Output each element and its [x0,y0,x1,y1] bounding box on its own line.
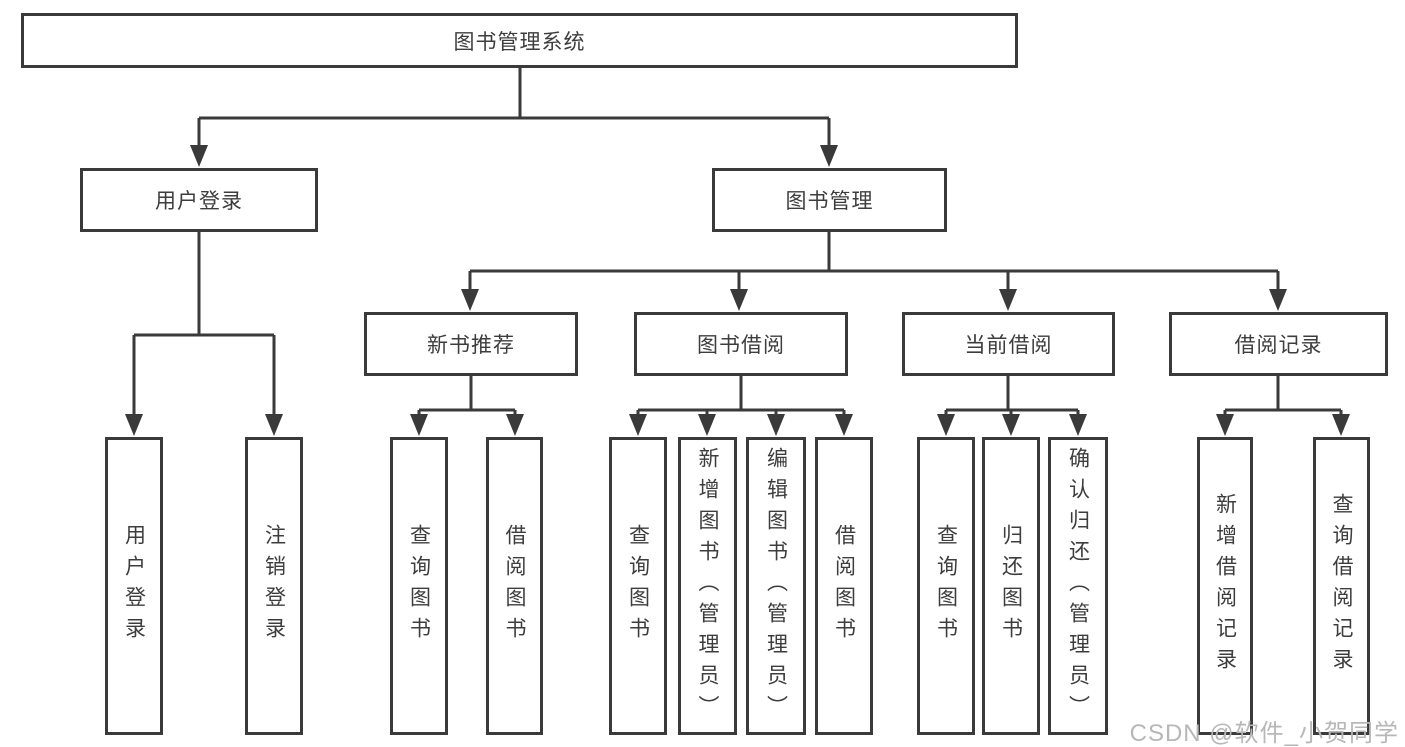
leaf-add-books-admin-label: 新增图书（管理员） [696,446,719,726]
leaf-edit-books-admin: 编辑图书（管理员） [746,437,806,735]
leaf-confirm-return-admin: 确认归还（管理员） [1048,437,1108,735]
leaf-query-books-recommend: 查询图书 [390,437,448,735]
leaf-user-login: 用户登录 [105,437,163,735]
node-borrowing-records: 借阅记录 [1169,312,1388,376]
leaf-logout: 注销登录 [245,437,303,735]
leaf-query-borrow-record-label: 查询借阅记录 [1330,493,1353,679]
leaf-borrow-books-recommend-label: 借阅图书 [503,524,526,648]
node-current-borrowing: 当前借阅 [902,312,1115,376]
watermark: CSDN @软件_小贺同学 [1129,720,1399,747]
leaf-logout-label: 注销登录 [262,524,286,648]
leaf-edit-books-admin-label: 编辑图书（管理员） [764,446,788,726]
leaf-add-books-admin: 新增图书（管理员） [678,437,737,735]
leaf-borrow-books-recommend: 借阅图书 [486,437,543,735]
leaf-add-borrow-record-label: 新增借阅记录 [1213,493,1237,679]
leaf-query-books-borrow-label: 查询图书 [626,524,650,648]
leaf-query-books-current-label: 查询图书 [934,524,958,648]
leaf-query-books-current: 查询图书 [917,437,975,735]
leaf-query-borrow-record: 查询借阅记录 [1313,437,1370,735]
node-book-management: 图书管理 [712,168,947,232]
leaf-query-books-borrow: 查询图书 [609,437,667,735]
node-new-book-recommendation: 新书推荐 [364,312,578,376]
node-library-management-system: 图书管理系统 [21,13,1018,68]
leaf-borrow-books-label: 借阅图书 [832,524,856,648]
node-user-login: 用户登录 [80,168,318,232]
leaf-query-books-recommend-label: 查询图书 [407,524,431,648]
node-book-borrowing: 图书借阅 [634,312,848,376]
leaf-confirm-return-admin-label: 确认归还（管理员） [1066,446,1090,726]
leaf-return-books-label: 归还图书 [999,524,1023,648]
leaf-user-login-label: 用户登录 [122,524,146,648]
leaf-return-books: 归还图书 [982,437,1040,735]
leaf-borrow-books: 借阅图书 [815,437,873,735]
leaf-add-borrow-record: 新增借阅记录 [1197,437,1253,735]
